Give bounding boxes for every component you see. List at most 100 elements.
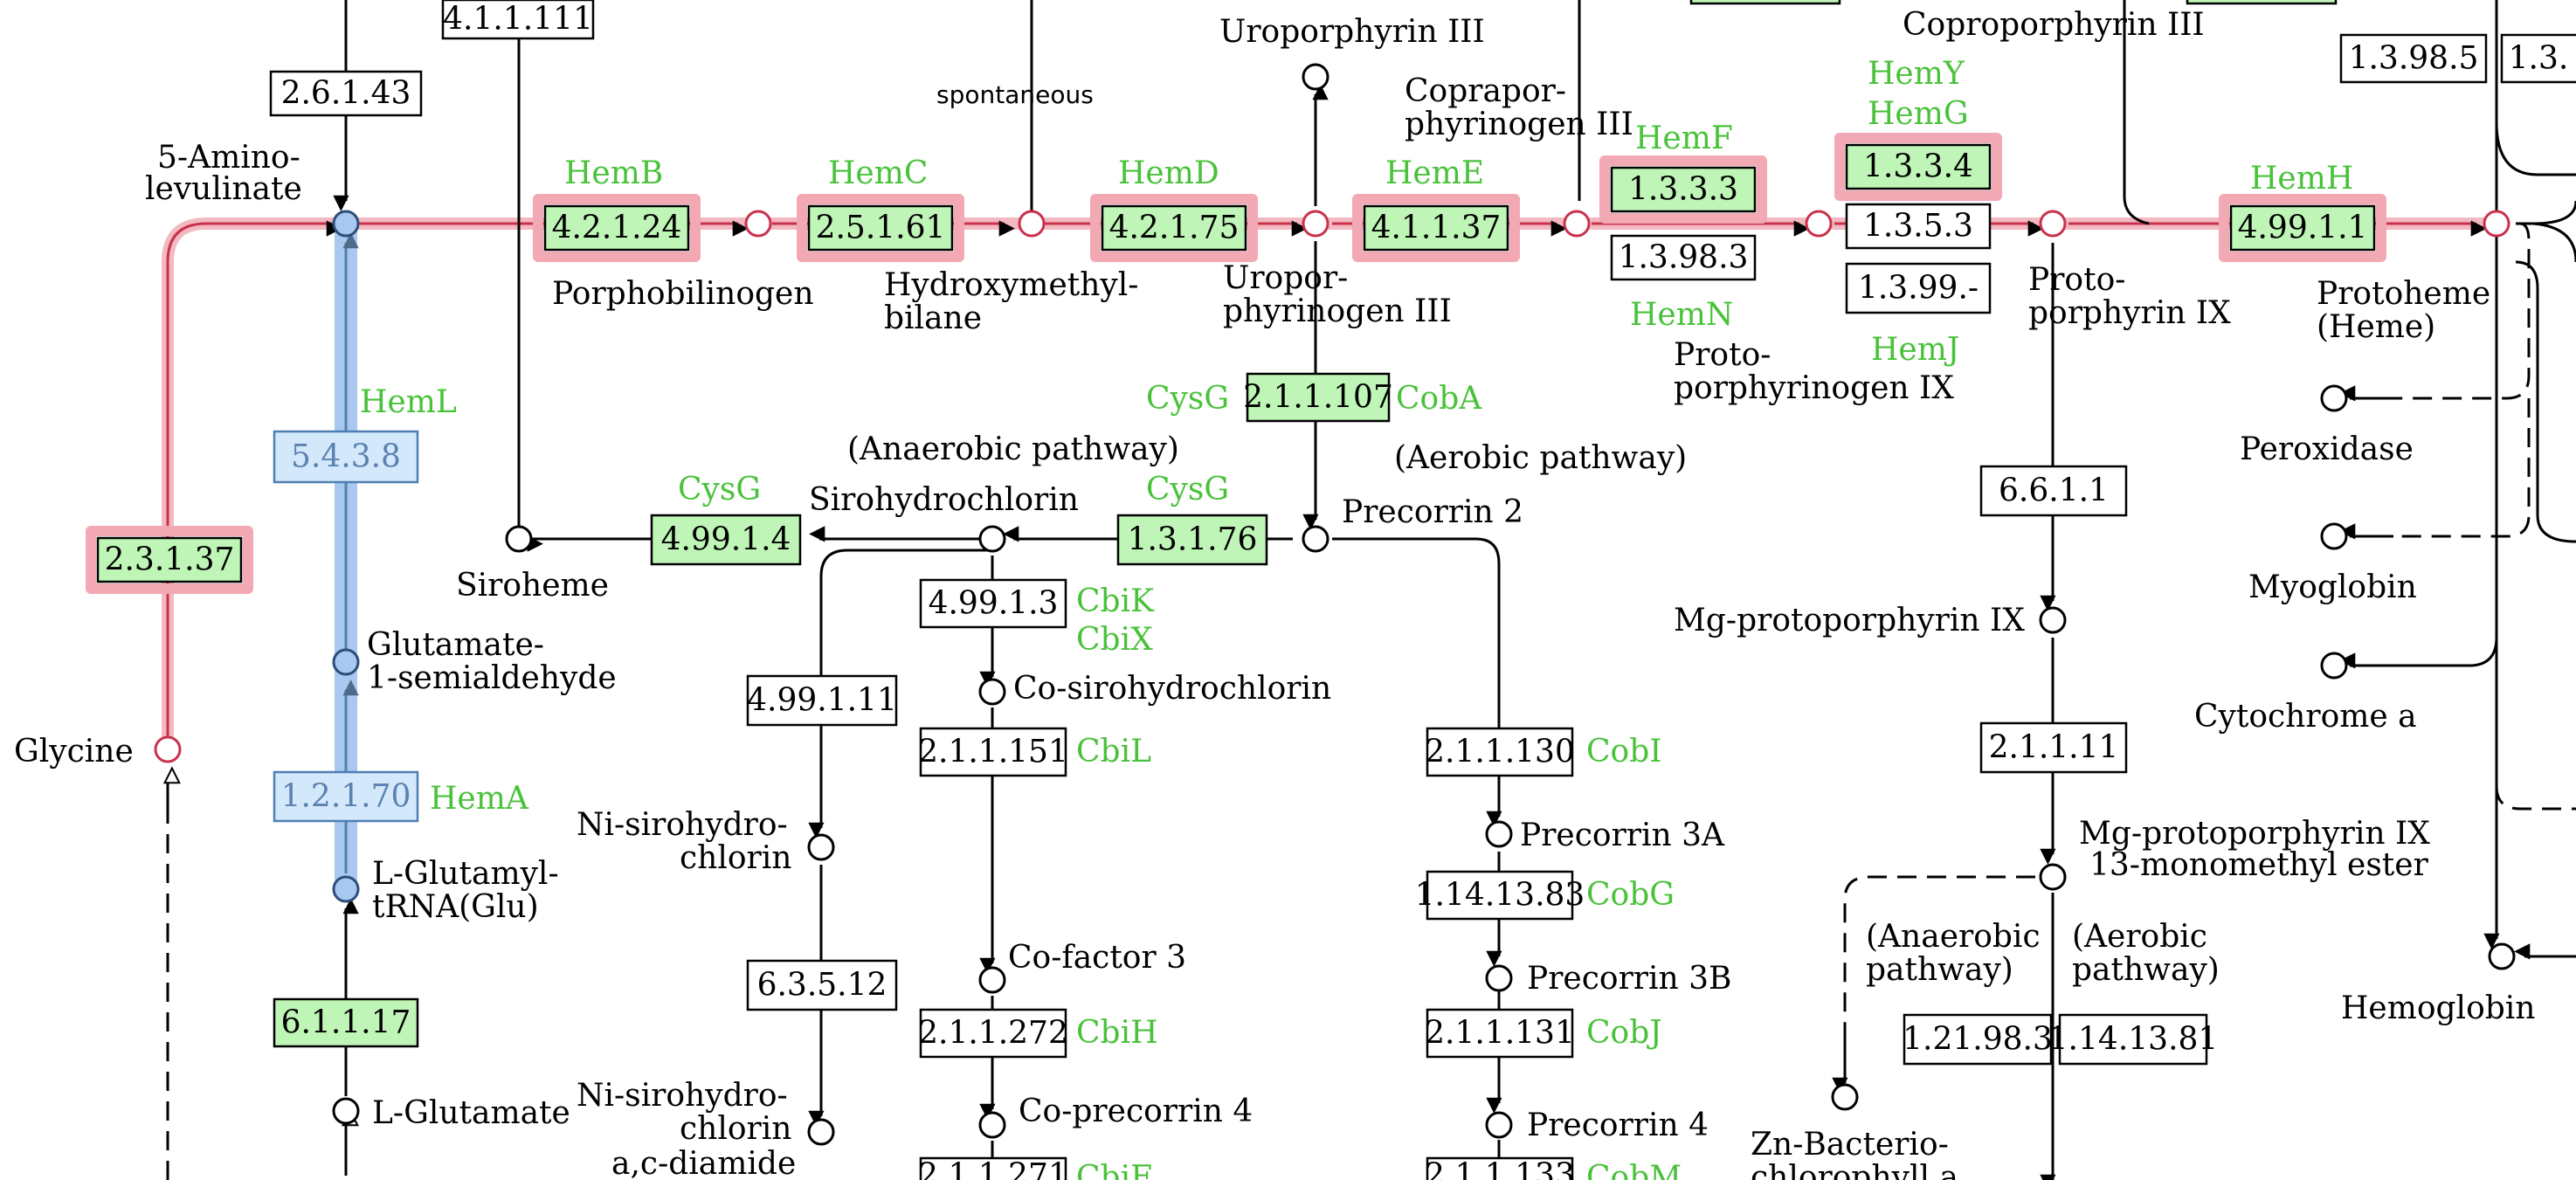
ec-2-6-1-43[interactable]: 2.6.1.43	[269, 70, 423, 117]
compound-precorrin-3b[interactable]	[1485, 964, 1513, 992]
ec-4-1-1-111[interactable]: 4.1.1.111	[441, 0, 595, 40]
ec-6-6-1-1[interactable]: 6.6.1.1	[1979, 465, 2128, 517]
gene-cysg-1[interactable]: CysG	[1146, 381, 1229, 417]
compound-cofactor-3[interactable]	[978, 966, 1006, 994]
compound-glycine[interactable]	[154, 735, 182, 763]
gene-hemf[interactable]: HemF	[1635, 121, 1733, 156]
label-l-glutamate: L-Glutamate	[372, 1095, 570, 1131]
label-uroporphyrin-iii: Uroporphyrin III	[1219, 14, 1485, 50]
compound-co-sirohydrochlorin[interactable]	[978, 678, 1006, 706]
compound-cytochrome-a[interactable]	[2320, 652, 2348, 680]
gene-hemd[interactable]: HemD	[1118, 155, 1219, 191]
compound-precorrin-4[interactable]	[1485, 1111, 1513, 1139]
ec-2-1-1-107[interactable]: 2.1.1.107	[1243, 372, 1393, 423]
compound-porphobilinogen[interactable]	[744, 210, 772, 238]
ec-5-4-3-8[interactable]: 5.4.3.8	[273, 430, 419, 484]
ec-4-1-1-37[interactable]: 4.1.1.37	[1352, 194, 1520, 262]
right-dashed-branch	[2495, 785, 2576, 811]
gene-hemj[interactable]: HemJ	[1871, 332, 1959, 368]
ec-2-1-1-133[interactable]: 2.1.1.133	[1425, 1156, 1575, 1180]
gene-cbix[interactable]: CbiX	[1076, 622, 1153, 658]
ec-1-3-1-76[interactable]: 1.3.1.76	[1116, 514, 1268, 566]
compound-mg-monomethyl-ester[interactable]	[2039, 863, 2067, 891]
compound-sirohydrochlorin[interactable]	[978, 525, 1006, 553]
ec-top-partial-1[interactable]	[1689, 0, 1841, 5]
ec-1-3-3-3[interactable]: 1.3.3.3	[1599, 155, 1767, 224]
gene-hema[interactable]: HemA	[430, 781, 529, 817]
compound-mg-protoporphyrin-ix[interactable]	[2039, 606, 2067, 634]
glycine-to-aminolevulinate-line	[166, 220, 342, 742]
ec-1-2-1-70[interactable]: 1.2.1.70	[273, 770, 419, 823]
gene-cobi[interactable]: CobI	[1586, 734, 1661, 769]
gene-cbil[interactable]: CbiL	[1076, 734, 1151, 769]
gene-cysg-2[interactable]: CysG	[678, 472, 761, 507]
gene-heml[interactable]: HemL	[360, 384, 457, 420]
compound-protoheme[interactable]	[2483, 210, 2510, 238]
gene-coba[interactable]: CobA	[1396, 381, 1482, 417]
gene-hemh[interactable]: HemH	[2250, 161, 2353, 197]
compound-zn-bacteriochlorophyll[interactable]	[1831, 1083, 1859, 1111]
ec-1-3-98-5[interactable]: 1.3.98.5	[2339, 33, 2488, 84]
ec-4-99-1-1[interactable]: 4.99.1.1	[2219, 194, 2386, 262]
ec-4-99-1-3[interactable]: 4.99.1.3	[919, 578, 1067, 629]
compound-protoporphyrinogen-ix[interactable]	[1805, 210, 1833, 238]
ec-1-3-3-4[interactable]: 1.3.3.4	[1834, 133, 2002, 201]
compound-aminolevulinate[interactable]	[332, 210, 360, 238]
gene-cbih[interactable]: CbiH	[1076, 1015, 1158, 1051]
compound-uroporphyrinogen-iii[interactable]	[1302, 210, 1329, 238]
gene-hemy[interactable]: HemY	[1868, 56, 1965, 92]
gene-hemc[interactable]: HemC	[828, 155, 928, 191]
compound-protoporphyrin-ix[interactable]	[2039, 210, 2067, 238]
gene-cobj[interactable]: CobJ	[1586, 1015, 1662, 1051]
ec-2-1-1-272[interactable]: 2.1.1.272	[918, 1008, 1068, 1059]
compound-glutamate-semialdehyde[interactable]	[332, 648, 360, 676]
ec-2-1-1-151[interactable]: 2.1.1.151	[918, 727, 1068, 777]
label-zn-bacterio-2: chlorophyll a	[1751, 1160, 1958, 1180]
ec-2-1-1-11[interactable]: 2.1.1.11	[1979, 721, 2128, 774]
compound-ni-sirohydrochlorin-diamide[interactable]	[807, 1118, 835, 1146]
ec-1-21-98-3[interactable]: 1.21.98.3	[1903, 1013, 2053, 1066]
compound-ni-sirohydrochlorin[interactable]	[807, 833, 835, 861]
gene-cobg[interactable]: CobG	[1586, 877, 1675, 913]
ec-1-3-5-3[interactable]: 1.3.5.3	[1845, 203, 1992, 250]
compound-myoglobin[interactable]	[2320, 522, 2348, 550]
ec-2-1-1-130[interactable]: 2.1.1.130	[1425, 727, 1575, 777]
compound-siroheme[interactable]	[505, 525, 533, 553]
gene-cysg-3[interactable]: CysG	[1146, 472, 1229, 507]
gene-hemg[interactable]: HemG	[1868, 96, 1969, 132]
compound-l-glutamate[interactable]	[332, 1097, 360, 1125]
gene-heme[interactable]: HemE	[1385, 155, 1484, 191]
ec-4-99-1-11[interactable]: 4.99.1.11	[746, 674, 898, 727]
compound-uroporphyrin-iii[interactable]	[1302, 63, 1329, 91]
compound-hydroxymethylbilane[interactable]	[1018, 210, 1046, 238]
label-protoporphyrin-1: Proto-	[2028, 262, 2125, 298]
ec-4-99-1-4[interactable]: 4.99.1.4	[650, 514, 802, 566]
gene-hemn[interactable]: HemN	[1630, 297, 1733, 333]
gene-cbif[interactable]: CbiF	[1076, 1160, 1152, 1180]
gene-hemb[interactable]: HemB	[564, 155, 663, 191]
ec-2-1-1-131[interactable]: 2.1.1.131	[1425, 1008, 1575, 1059]
ec-2-3-1-37[interactable]: 2.3.1.37	[86, 526, 253, 594]
compound-hemoglobin[interactable]	[2488, 942, 2516, 970]
ec-1-14-13-81[interactable]: 1.14.13.81	[2048, 1013, 2219, 1066]
compound-precorrin-3a[interactable]	[1485, 820, 1513, 848]
ec-1-3-partial[interactable]: 1.3.	[2500, 33, 2576, 84]
ec-4-2-1-75[interactable]: 4.2.1.75	[1090, 194, 1258, 262]
ec-6-3-5-12[interactable]: 6.3.5.12	[746, 959, 898, 1011]
ec-2-1-1-271[interactable]: 2.1.1.271	[918, 1156, 1068, 1180]
ec-1-3-98-3[interactable]: 1.3.98.3	[1610, 234, 1757, 281]
ec-top-partial-2[interactable]	[2186, 0, 2338, 5]
ec-2-5-1-61[interactable]: 2.5.1.61	[797, 194, 964, 262]
compound-peroxidase[interactable]	[2320, 384, 2348, 412]
right-bracket-line	[2515, 260, 2576, 543]
compound-co-precorrin-4[interactable]	[978, 1111, 1006, 1139]
ec-1-14-13-83[interactable]: 1.14.13.83	[1415, 870, 1585, 921]
ec-1-3-99[interactable]: 1.3.99.-	[1845, 262, 1992, 314]
ec-6-1-1-17[interactable]: 6.1.1.17	[273, 997, 419, 1048]
compound-coproporphyrinogen-iii[interactable]	[1563, 210, 1591, 238]
gene-cobm[interactable]: CobM	[1586, 1160, 1682, 1180]
compound-glutamyl-trna[interactable]	[332, 875, 360, 903]
gene-cbik[interactable]: CbiK	[1076, 583, 1155, 619]
ec-4-2-1-24[interactable]: 4.2.1.24	[533, 194, 701, 262]
compound-precorrin-2[interactable]	[1302, 525, 1329, 553]
